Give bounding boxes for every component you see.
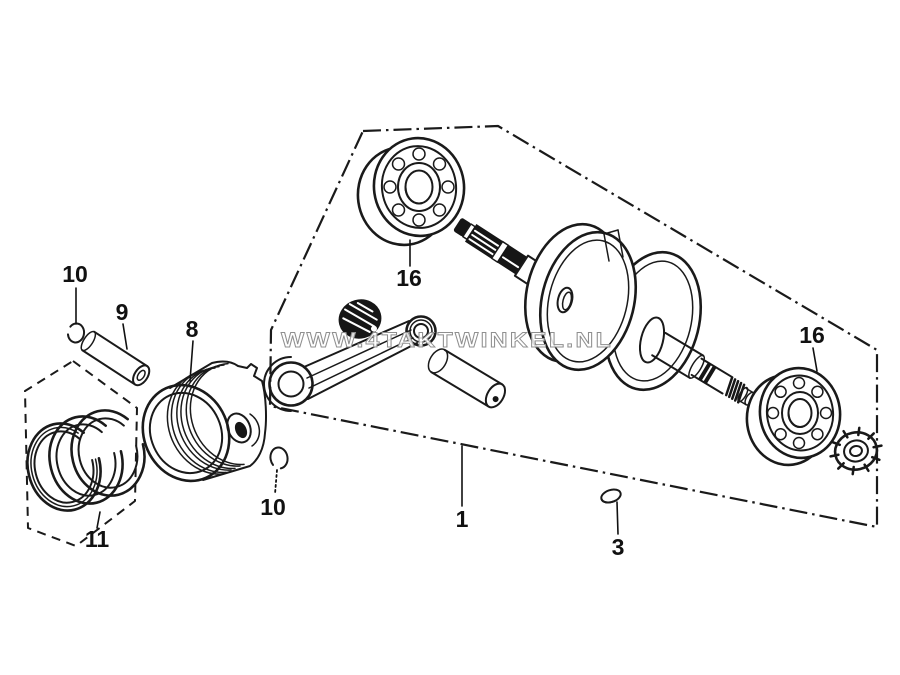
- piston-pin-drawing: [80, 330, 151, 387]
- part-labels: 10 9 8 16 16 11 10 1 3: [62, 261, 825, 560]
- part-label-key-3: 3: [612, 534, 625, 560]
- piston-drawing: [141, 360, 267, 483]
- part-label-circlip-lower-10: 10: [260, 494, 286, 520]
- bearing-right-drawing: [745, 366, 842, 467]
- needle-bearing-drawing: [338, 299, 382, 339]
- part-label-circlip-upper-10: 10: [62, 261, 88, 287]
- part-label-piston-8: 8: [186, 316, 199, 342]
- sprocket-drawing: [829, 426, 883, 476]
- assembly-boundary-outline: [268, 124, 879, 529]
- part-label-piston-pin-9: 9: [116, 299, 129, 325]
- piston-rings-drawing: [26, 409, 146, 512]
- part-label-bearing-left-16: 16: [396, 265, 422, 291]
- circlip-lower-drawing: [269, 446, 289, 470]
- ring-set-dashed-box: [24, 360, 138, 547]
- part-label-crankshaft-1: 1: [456, 506, 469, 532]
- part-label-bearing-right-16: 16: [799, 322, 825, 348]
- leader-lines: [75, 239, 818, 535]
- connecting-rod-drawing: [263, 315, 437, 412]
- key-drawing: [600, 488, 622, 504]
- crankshaft-drawing: [453, 218, 756, 406]
- circlip-upper-drawing: [66, 322, 86, 344]
- bearing-left-drawing: [356, 136, 466, 247]
- crank-pin-drawing: [427, 348, 507, 409]
- part-label-ring-set-11: 11: [85, 526, 110, 552]
- watermark-text: WWW.4TAKTWINKEL.NL: [281, 329, 613, 352]
